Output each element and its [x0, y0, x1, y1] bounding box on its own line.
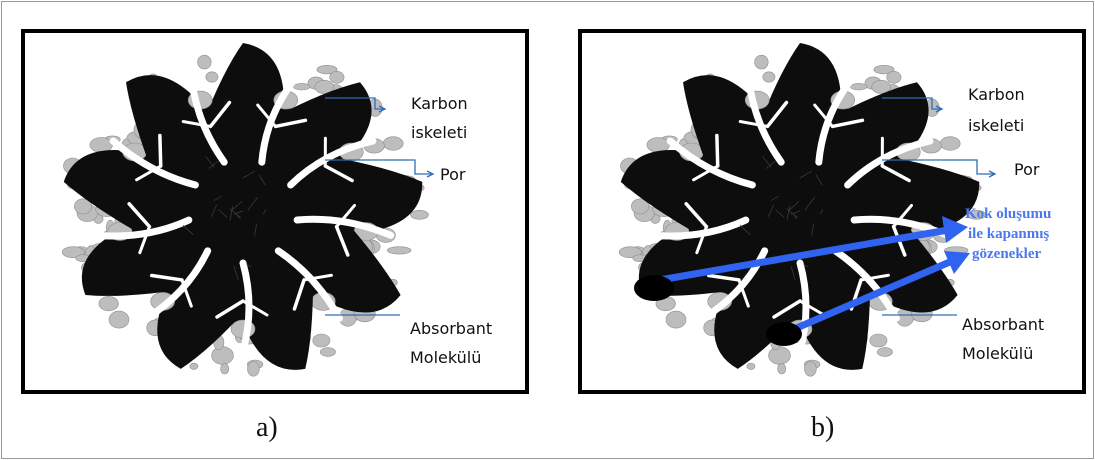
carbon-skeleton-label-line2: iskeleti	[411, 118, 467, 147]
carbon-particle	[62, 43, 428, 376]
pore-label: Por	[1014, 155, 1039, 184]
caption-a: a)	[256, 412, 278, 444]
coke-blob-1	[634, 275, 674, 301]
absorbant-label-line1: Absorbant	[410, 314, 492, 343]
caption-b: b)	[811, 412, 834, 444]
carbon-skeleton-label-line1: Karbon	[411, 89, 468, 118]
coke-label-line1: Kok oluşumu	[965, 204, 1051, 224]
panel-a: Karbon iskeleti Por Absorbant Molekülü	[21, 29, 529, 394]
panel-b: Karbon iskeleti Por Kok oluşumu ile kapa…	[578, 29, 1086, 394]
absorbant-label-line1: Absorbant	[962, 310, 1044, 339]
coke-blob-2	[766, 322, 802, 346]
absorbant-label-line2: Molekülü	[962, 339, 1033, 368]
carbon-skeleton-label-line2: iskeleti	[968, 111, 1024, 140]
absorbant-label-line2: Molekülü	[410, 343, 481, 372]
coke-label-line3: gözenekler	[972, 244, 1041, 264]
pore-label: Por	[440, 160, 465, 189]
coke-label-line2: ile kapanmış	[968, 224, 1049, 244]
carbon-skeleton-label-line1: Karbon	[968, 80, 1025, 109]
